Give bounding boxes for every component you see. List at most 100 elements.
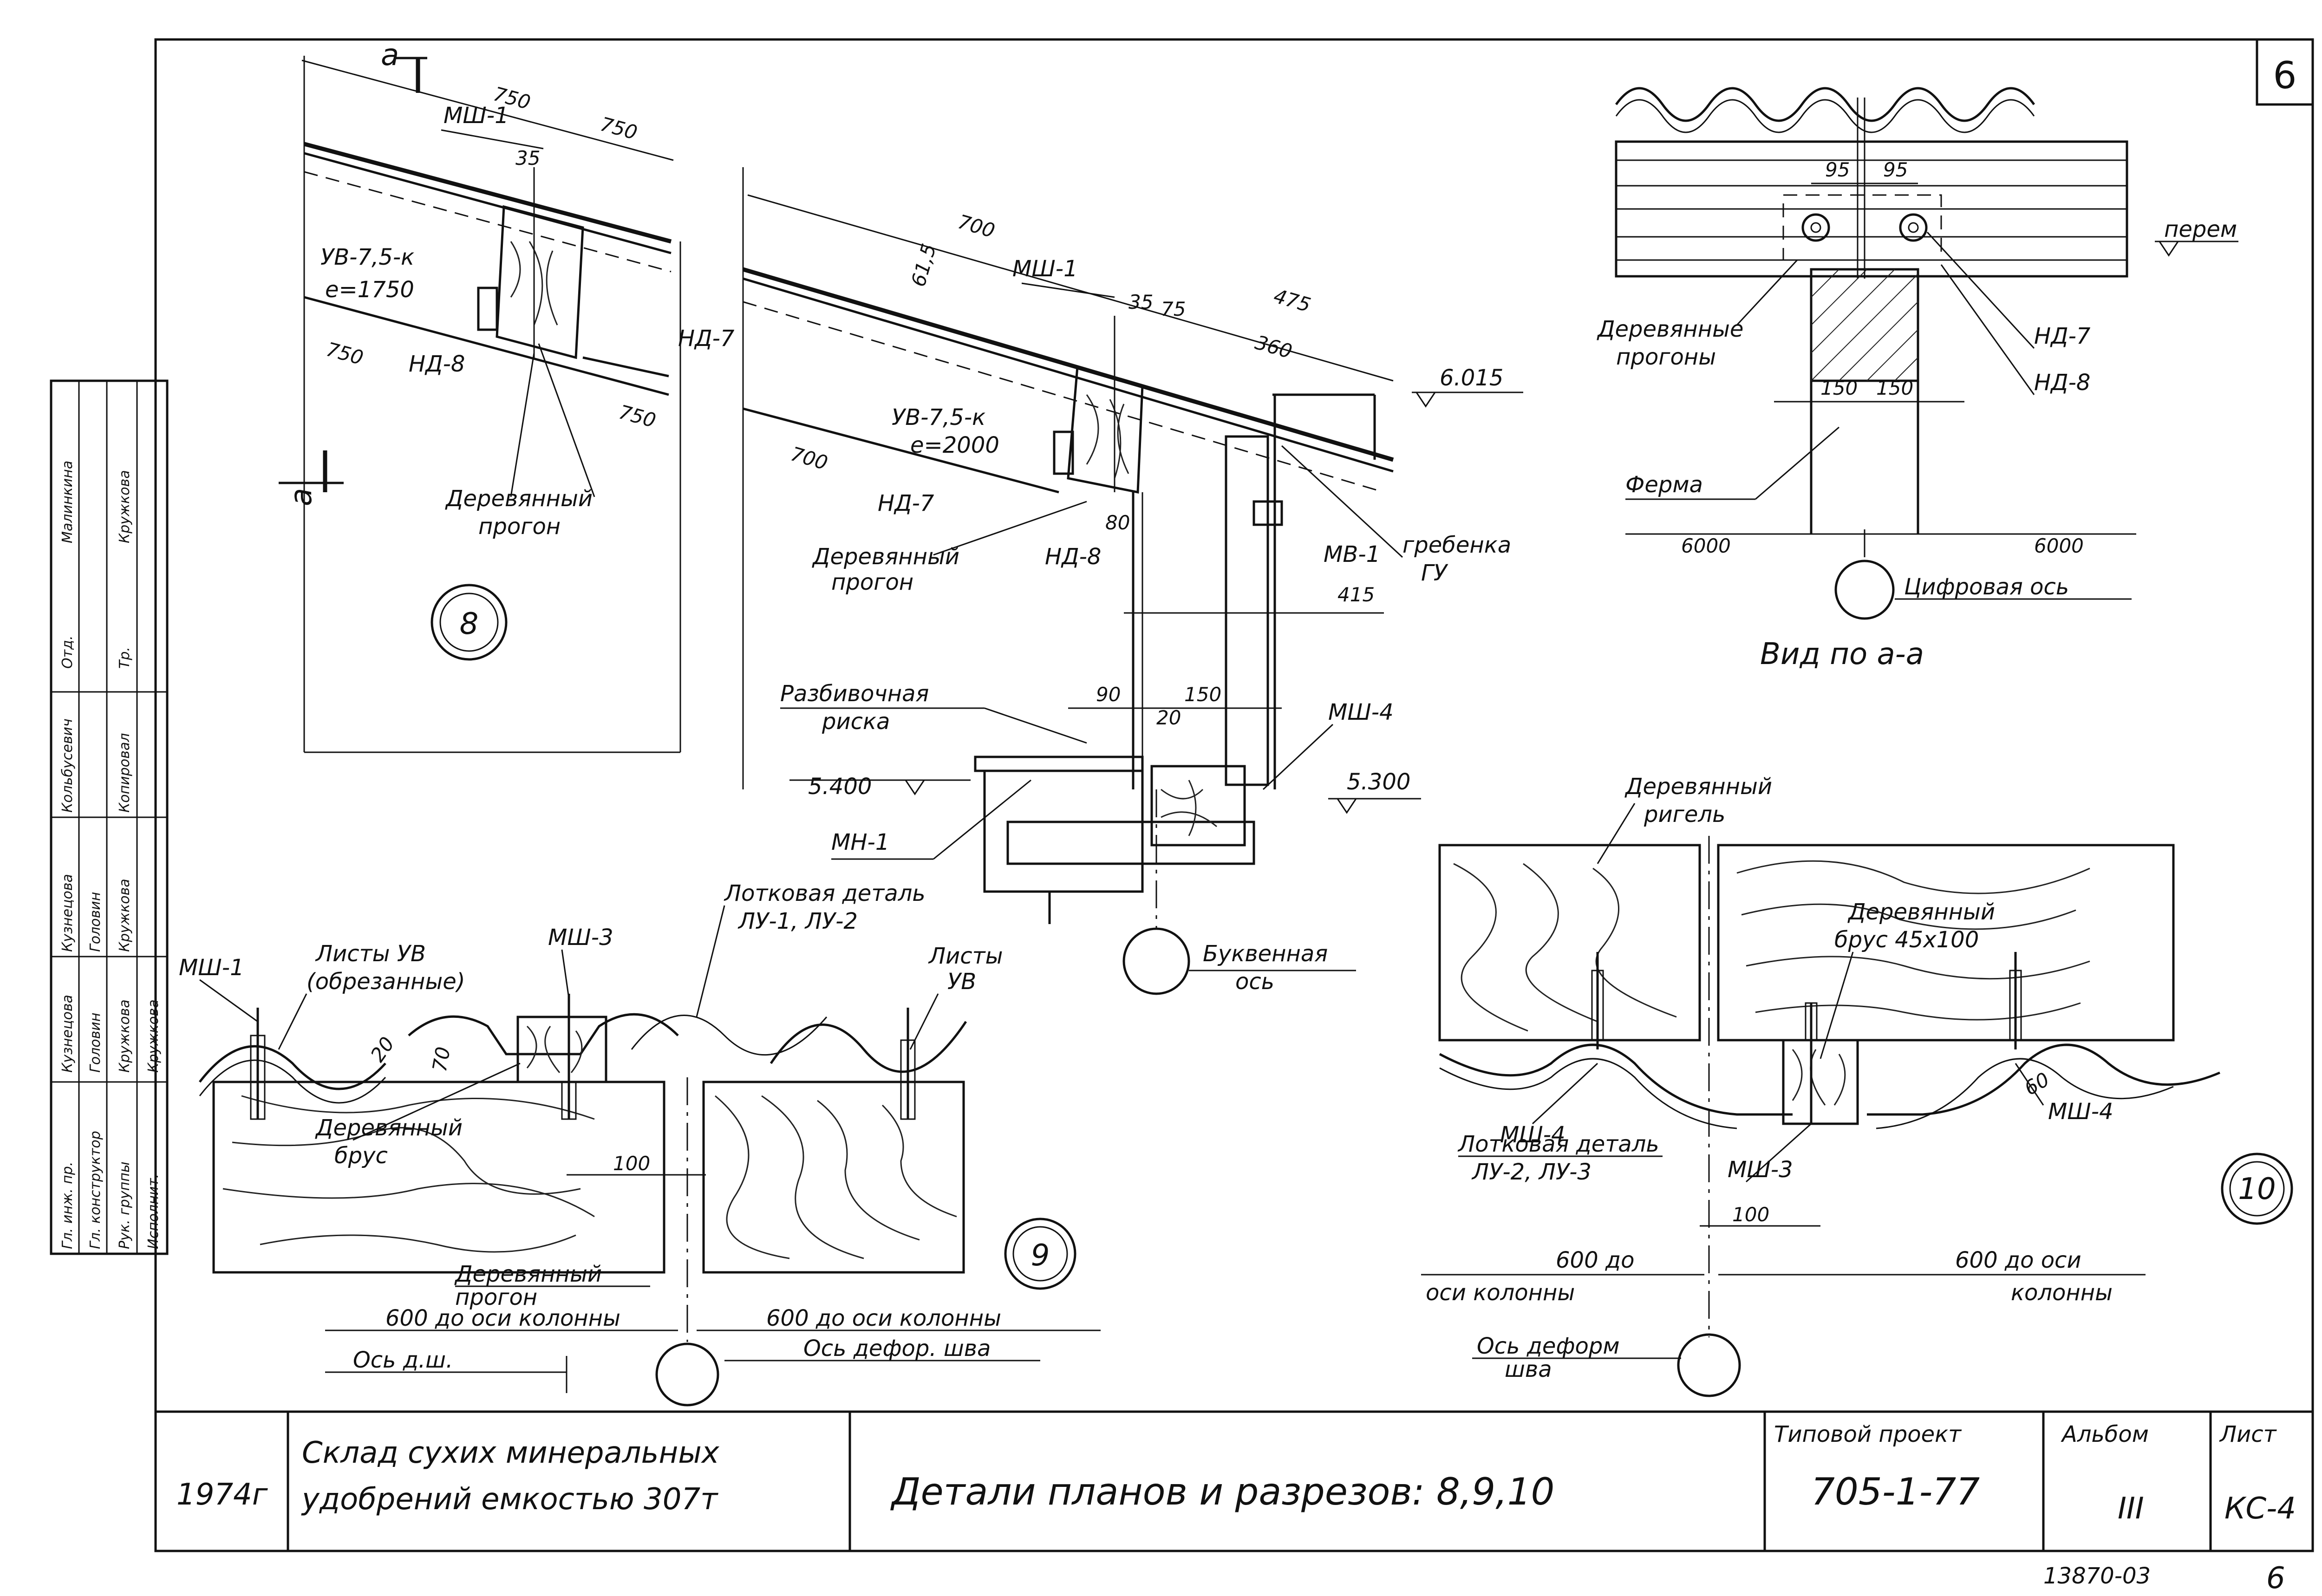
tb-project-no: 705-1-77	[1811, 1470, 1980, 1513]
archive-number: 13870-03	[2043, 1563, 2151, 1589]
va-dim-6000-a: 6000	[1681, 534, 1731, 557]
d10-label-girder-2: ригель	[1644, 801, 1725, 827]
detail-mid-section: 700 475 61,5 35 75 360 700 80 415 90 150…	[742, 167, 1523, 995]
va-label-truss: Ферма	[1625, 472, 1703, 498]
d8-label-nd8: НД-8	[409, 351, 465, 377]
dm-label-length: е=2000	[910, 432, 999, 458]
approval-stamp: Гл. инж. пр. Кузнецова Кузнецова Кольбус…	[50, 379, 169, 1255]
stamp-name-1: Кузнецова	[59, 874, 76, 952]
d9-timber-bar	[516, 1016, 607, 1083]
title-block: 1974г Склад сухих минеральных удобрений …	[156, 1410, 2313, 1551]
stamp-role-1: Гл. инж. пр.	[59, 1162, 76, 1249]
d8-label-purlin-1: Деревянный	[445, 486, 593, 512]
d9-label-purlin-2: прогон	[455, 1284, 537, 1310]
tb-year: 1974г	[176, 1478, 268, 1512]
dm-dim-20: 20	[1156, 706, 1181, 729]
va-purlin-section	[1810, 268, 1919, 382]
va-label-nd8: НД-8	[2034, 370, 2090, 396]
d9-dim-100: 100	[613, 1152, 650, 1175]
d10-label-bar-2: брус 45х100	[1834, 927, 1979, 953]
d9-label-purlin-1: Деревянный	[454, 1261, 602, 1287]
dm-dim-150: 150	[1184, 683, 1221, 706]
d10-label-msh4-right: МШ-4	[2048, 1099, 2113, 1125]
d8-dim-750-c: 750	[324, 338, 365, 369]
dm-label-sheet: УВ-7,5-к	[892, 404, 985, 430]
dm-label-nd7: НД-7	[878, 490, 934, 516]
dm-dim-475: 475	[1271, 285, 1313, 317]
tb-project-label: Типовой проект	[1774, 1421, 1962, 1447]
va-label-nd7: НД-7	[2034, 323, 2091, 349]
dm-axis-bubble	[1122, 927, 1190, 995]
sheet-number-top: 6	[2273, 54, 2297, 97]
dm-dim-90: 90	[1096, 683, 1121, 706]
d10-label-tray-1: Лотковая деталь	[1457, 1131, 1659, 1157]
dm-dim-360: 360	[1252, 331, 1295, 363]
d10-label-right-2: колонны	[2011, 1280, 2113, 1306]
d10-girder-left	[1438, 844, 1701, 1042]
va-dim-95-a: 95	[1825, 158, 1850, 181]
d10-dim-100: 100	[1732, 1203, 1769, 1226]
d8-dim-750-b: 750	[598, 112, 639, 144]
d8-number-bubble	[430, 584, 508, 661]
stamp-sign-2: Головин	[87, 1013, 104, 1073]
dm-dim-80: 80	[1105, 511, 1130, 534]
sheet-number-bottom: 6	[2266, 1561, 2285, 1596]
d10-number-bubble	[2221, 1153, 2293, 1225]
detail-10: 100 60 Деревянный ригель Деревянный брус…	[1421, 774, 2293, 1397]
stamp-col2-b: Копировал	[117, 733, 133, 813]
va-title: Вид по а-а	[1760, 637, 1924, 671]
d9-label-sheets-cut-1: Листы УВ	[315, 941, 426, 967]
d10-label-left-2: оси колонны	[1426, 1280, 1575, 1306]
sheet-frame	[154, 38, 2314, 1552]
d10-girder-right	[1717, 844, 2175, 1042]
stamp-role-2: Гл. конструктор	[87, 1131, 104, 1249]
dm-label-mn1: МН-1	[831, 829, 889, 855]
stamp-sign-3: Кружкова	[117, 999, 133, 1073]
stamp-role-3: Рук. группы	[117, 1161, 133, 1249]
dm-label-msh4: МШ-4	[1328, 699, 1394, 725]
dm-level-5300: 5.300	[1347, 769, 1410, 795]
d9-number-bubble	[1004, 1218, 1076, 1290]
tb-object-line-2: удобрений емкостью 307т	[301, 1482, 718, 1517]
dm-label-purlin-2: прогон	[831, 569, 913, 595]
d9-dim-20: 20	[366, 1033, 399, 1066]
d10-label-left-1: 600 до	[1556, 1247, 1634, 1273]
d9-label-sheets-2: УВ	[947, 969, 976, 995]
d9-label-msh1: МШ-1	[179, 955, 244, 981]
d8-label-length: е=1750	[325, 277, 414, 303]
stamp-col2-a: Кольбусевич	[59, 718, 76, 813]
dm-label-axis-1: Буквенная	[1203, 941, 1328, 967]
va-label-axis: Цифровая ось	[1904, 574, 2069, 600]
d10-label-axis-2: шва	[1505, 1356, 1552, 1382]
va-dim-150-b: 150	[1876, 377, 1913, 399]
dm-dim-75: 75	[1161, 298, 1186, 320]
va-dim-95-b: 95	[1883, 158, 1908, 181]
d9-label-sheets-cut-2: (обрезанные)	[307, 969, 465, 995]
tb-sheet-code: КС-4	[2224, 1492, 2296, 1526]
stamp-name-2: Головин	[87, 892, 104, 952]
d10-label-right-1: 600 до оси	[1955, 1247, 2081, 1273]
va-bolt-left	[1801, 213, 1830, 242]
dm-dim-700: 700	[955, 210, 998, 242]
sheet-number-box	[2256, 38, 2314, 106]
va-label-purlins-1: Деревянные	[1597, 316, 1743, 342]
dm-dim-415: 415	[1337, 583, 1375, 606]
d9-label-tray-2: ЛУ-1, ЛУ-2	[737, 908, 858, 934]
d8-number: 8	[460, 607, 479, 641]
d10-label-msh4-left: МШ-4	[1500, 1122, 1565, 1148]
dm-label-mark-1: Разбивочная	[780, 681, 929, 707]
d9-dim-70: 70	[428, 1045, 455, 1074]
dm-level-5400: 5.400	[808, 774, 872, 800]
d9-number: 9	[1031, 1238, 1050, 1273]
d8-label-purlin-2: прогон	[478, 514, 561, 540]
stamp-sign-1: Кузнецова	[59, 995, 76, 1073]
dm-label-comb-1: гребенка	[1402, 532, 1511, 558]
dm-label-mv1: МВ-1	[1324, 541, 1380, 567]
d9-label-bar-1: Деревянный	[315, 1115, 463, 1141]
d9-label-msh3: МШ-3	[548, 925, 613, 951]
stamp-sign-4: Кружкова	[145, 999, 162, 1073]
dm-level-6015: 6.015	[1440, 365, 1503, 391]
d9-label-tray-1: Лотковая деталь	[724, 880, 926, 906]
stamp-col4-a: Малинкина	[59, 461, 76, 543]
d9-label-bar-2: брус	[334, 1143, 388, 1169]
